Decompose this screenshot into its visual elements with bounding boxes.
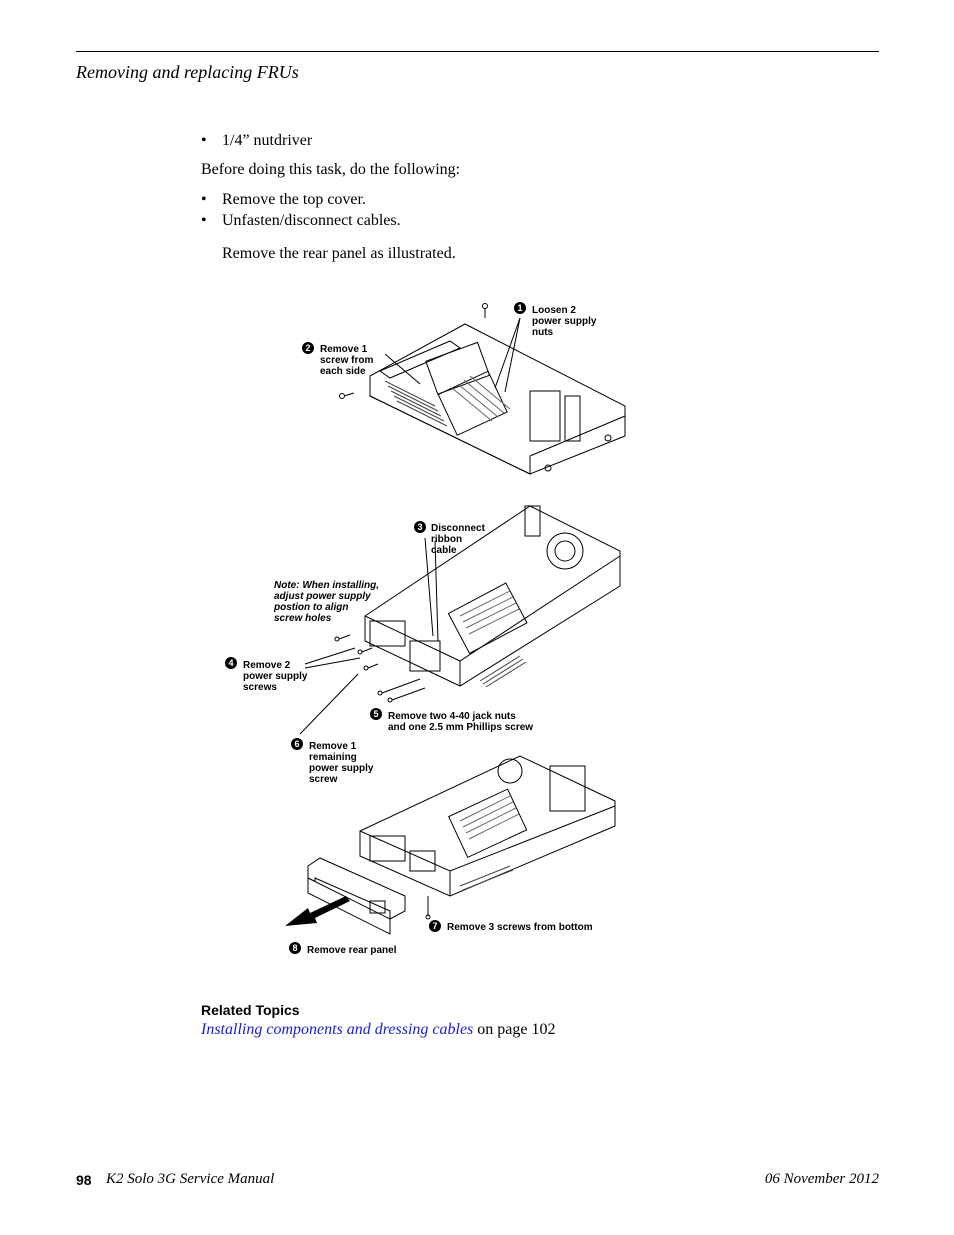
prereq-item: Unfasten/disconnect cables.: [222, 212, 401, 229]
callout-5: 5 Remove two 4-40 jack nuts and one 2.5 …: [370, 708, 533, 733]
publication-date: 06 November 2012: [764, 1171, 879, 1187]
callout-text: power supply: [309, 763, 374, 774]
callout-number: 3: [417, 522, 422, 532]
callout-3: 3 Disconnect ribbon cable: [414, 521, 486, 556]
callout-text: power supply: [243, 671, 308, 682]
callout-text: screw from: [320, 355, 373, 366]
chassis-drawing-top: [339, 303, 626, 475]
callout-2: 2 Remove 1 screw from each side: [302, 342, 373, 377]
callout-text: Remove rear panel: [307, 945, 397, 956]
prereq-intro: Before doing this task, do the following…: [201, 161, 461, 178]
callout-number: 2: [305, 343, 310, 353]
rear-panel-removal-illustration: 1 Loosen 2 power supply nuts 2 Remove 1 …: [225, 302, 626, 956]
bullet-marker: •: [201, 132, 207, 149]
callout-text: Remove 3 screws from bottom: [447, 922, 593, 933]
prereq-item: Remove the top cover.: [222, 191, 366, 208]
callout-text: screw: [309, 774, 338, 785]
callout-number: 6: [294, 739, 299, 749]
note-text: adjust power supply: [274, 591, 371, 602]
callout-number: 1: [517, 303, 522, 313]
callout-text: and one 2.5 mm Phillips screw: [388, 722, 533, 733]
related-topics-heading: Related Topics: [201, 1002, 300, 1018]
note-text: screw holes: [274, 613, 332, 624]
callout-7: 7 Remove 3 screws from bottom: [429, 920, 593, 933]
installation-note: Note: When installing, adjust power supp…: [273, 580, 379, 624]
callout-text: remaining: [309, 752, 357, 763]
chassis-drawing-middle: [299, 505, 621, 735]
bullet-marker: •: [201, 191, 207, 208]
tool-item: 1/4” nutdriver: [222, 132, 313, 149]
header-rule: [76, 51, 879, 52]
callout-8: 8 Remove rear panel: [289, 942, 397, 956]
chassis-drawing-bottom: [359, 755, 616, 920]
page-reference: on page 102: [473, 1021, 556, 1038]
callout-number: 4: [228, 658, 233, 668]
page-number: 98: [76, 1172, 92, 1188]
callout-text: Disconnect: [431, 523, 486, 534]
callout-text: ribbon: [431, 534, 462, 545]
callout-text: Loosen 2: [532, 305, 576, 316]
callout-text: power supply: [532, 316, 597, 327]
bullet-marker: •: [201, 212, 207, 229]
callout-text: Remove 1: [309, 741, 357, 752]
note-text: postion to align: [273, 602, 348, 613]
callout-text: Remove two 4-40 jack nuts: [388, 711, 516, 722]
rear-panel-drawing: [307, 857, 406, 935]
callout-text: screws: [243, 682, 277, 693]
section-title: Removing and replacing FRUs: [76, 62, 299, 82]
callout-text: Remove 1: [320, 344, 368, 355]
removal-arrow: [285, 896, 350, 926]
callout-text: nuts: [532, 327, 554, 338]
note-text: Note: When installing,: [274, 580, 379, 591]
related-topic-entry: Installing components and dressing cable…: [201, 1021, 555, 1039]
callout-1: 1 Loosen 2 power supply nuts: [514, 302, 597, 338]
callout-number: 8: [292, 943, 297, 953]
callout-text: each side: [320, 366, 366, 377]
callout-number: 5: [373, 709, 378, 719]
callout-text: cable: [431, 545, 457, 556]
related-topic-link[interactable]: Installing components and dressing cable…: [201, 1021, 474, 1038]
callout-text: Remove 2: [243, 660, 291, 671]
manual-title: K2 Solo 3G Service Manual: [106, 1171, 275, 1187]
callout-6: 6 Remove 1 remaining power supply screw: [291, 738, 374, 785]
callout-4: 4 Remove 2 power supply screws: [225, 657, 308, 693]
callout-number: 7: [432, 921, 437, 931]
instruction-text: Remove the rear panel as illustrated.: [222, 245, 456, 262]
